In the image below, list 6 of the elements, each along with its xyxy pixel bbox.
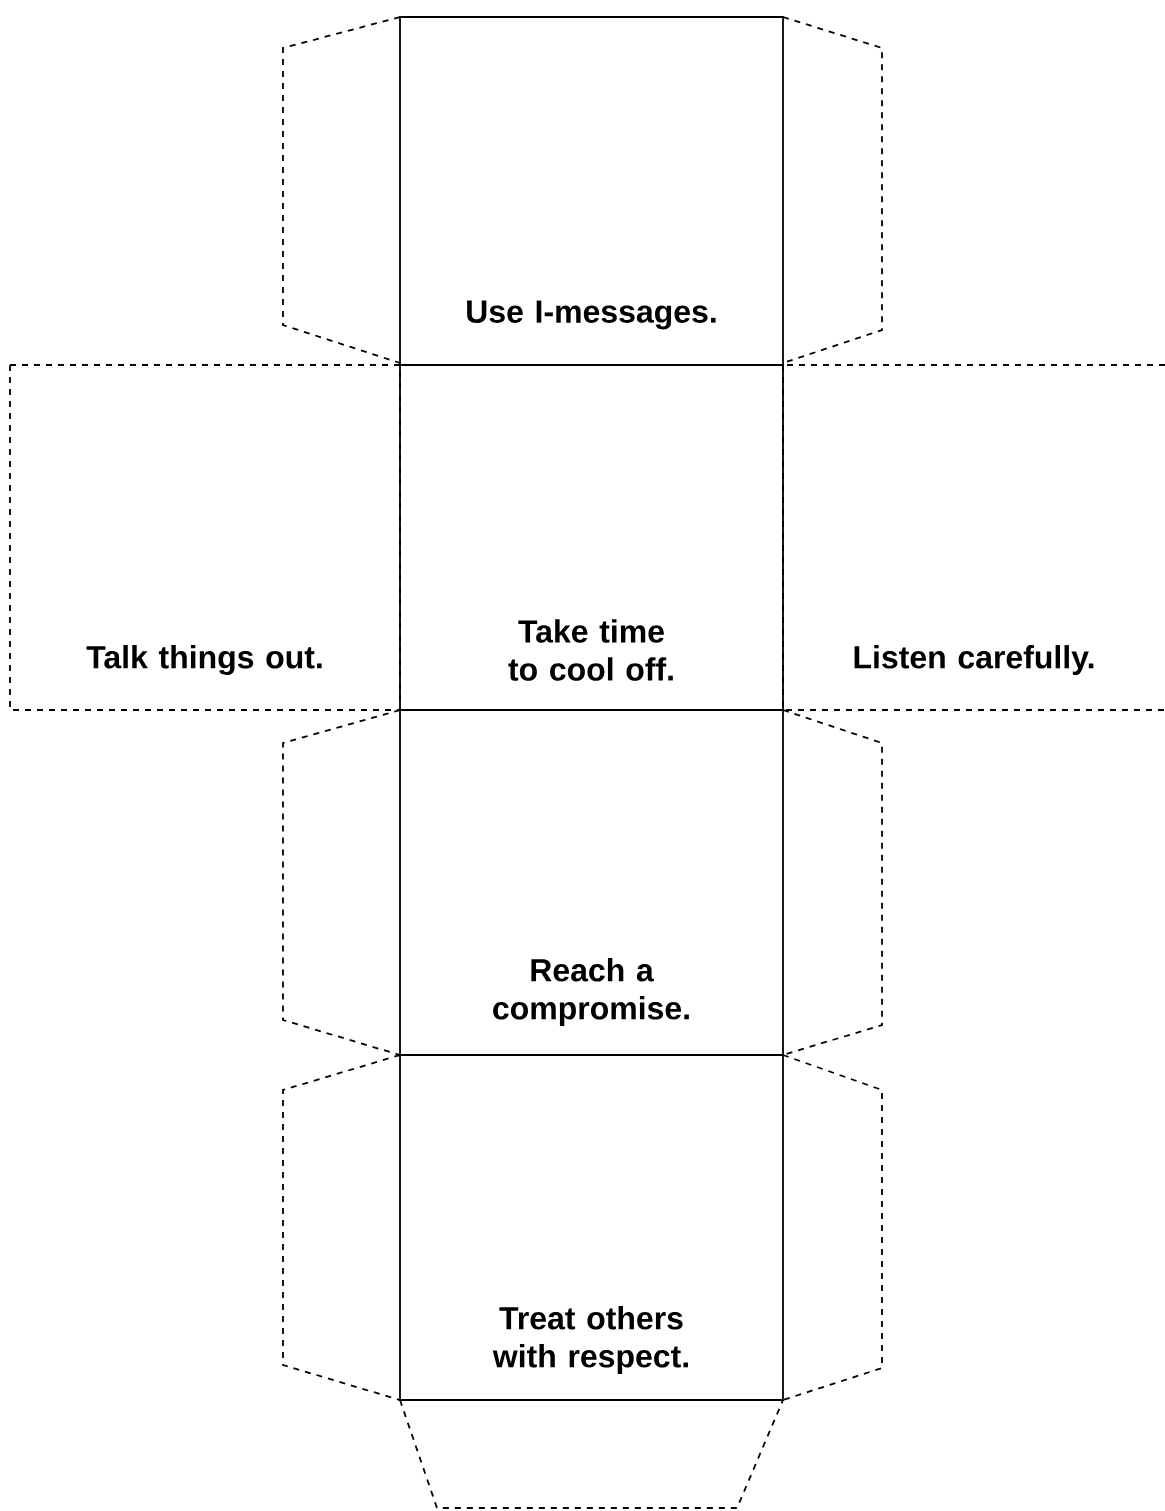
die-face: Reach a compromise. [399,709,784,1056]
die-face: Talk things out. [9,364,401,711]
die-face: Treat others with respect. [399,1054,784,1401]
die-face: Listen carefully. [782,364,1165,711]
die-face: Take time to cool off. [399,364,784,711]
die-face: Use I-messages. [399,16,784,366]
